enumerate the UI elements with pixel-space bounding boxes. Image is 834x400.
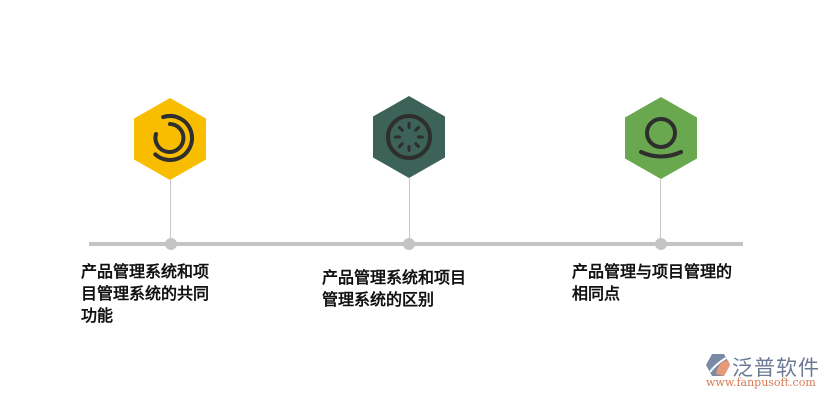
- hexagon-node-2: [373, 96, 445, 178]
- stem-2: [409, 178, 410, 238]
- node-1-label-line: 功能: [81, 306, 114, 325]
- hexagon-node-3: [625, 97, 697, 179]
- watermark-logo: 泛普软件 www.fanpusoft.com: [702, 352, 832, 392]
- brand-name: 泛普软件: [732, 356, 820, 380]
- timeline-dot-1: [165, 238, 177, 250]
- concentric-arcs-icon: [153, 114, 194, 162]
- node-label-3: 产品管理与项目管理的 相同点: [572, 261, 732, 305]
- timeline-dot-2: [403, 238, 415, 250]
- timeline-dot-3: [655, 238, 667, 250]
- timeline-line: [89, 242, 743, 246]
- node-1-label-line: 产品管理系统和项: [81, 262, 210, 281]
- node-2-label-line: 管理系统的区别: [322, 290, 435, 309]
- node-2-label-line: 产品管理系统和项目: [322, 268, 467, 287]
- stem-1: [170, 180, 171, 238]
- circle-on-base-icon: [639, 117, 683, 159]
- brand-url: www.fanpusoft.com: [706, 376, 816, 389]
- loading-spinner-icon: [386, 114, 432, 160]
- hexagon-node-1: [134, 98, 206, 180]
- node-label-2: 产品管理系统和项目 管理系统的区别: [322, 267, 466, 311]
- node-3-label-line: 产品管理与项目管理的: [572, 262, 733, 281]
- stem-3: [660, 179, 661, 238]
- node-1-label-line: 目管理系统的共同: [81, 284, 210, 303]
- node-label-1: 产品管理系统和项 目管理系统的共同 功能: [81, 261, 209, 327]
- fanpu-logo-icon: [706, 354, 730, 376]
- node-3-label-line: 相同点: [572, 284, 621, 303]
